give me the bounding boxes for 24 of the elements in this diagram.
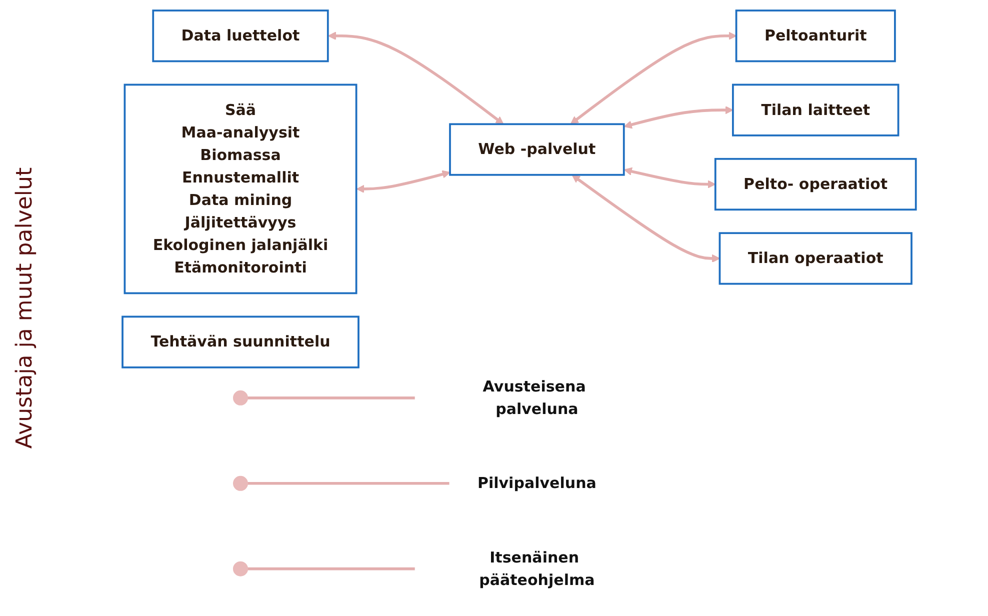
node-circle: [232, 561, 248, 576]
node-text: Pilvipalveluna: [477, 474, 596, 492]
node-box: Peltoanturit: [735, 10, 896, 62]
arrow: [624, 106, 734, 129]
node-box: Tilan operaatiot: [718, 232, 912, 285]
arrow: [624, 167, 716, 188]
node-box: Pelto- operaatiot: [714, 158, 917, 211]
connector: [247, 396, 415, 400]
node-box: Data luettelot: [152, 10, 329, 62]
side-label: Avustaja ja muut palvelut: [12, 167, 38, 449]
connector: [247, 567, 415, 570]
node-circle: [232, 390, 248, 406]
connector: [247, 482, 450, 485]
arrow: [328, 32, 504, 125]
node-box: Web -palvelut: [448, 123, 625, 176]
node-box: Tilan laitteet: [732, 84, 900, 136]
arrow: [570, 32, 736, 124]
node-text: Itsenäinen pääteohjelma: [478, 548, 595, 589]
arrow: [356, 170, 450, 194]
node-text: Avusteisena palveluna: [482, 377, 586, 418]
node-box: Tehtävän suunnittelu: [121, 316, 360, 368]
arrow: [572, 174, 720, 263]
node-box: Sää Maa-analyysit Biomassa Ennustemallit Data mining Jäljitettävyys Ekologinen jalanjälki Etämonitorointi: [124, 84, 358, 294]
node-circle: [232, 476, 248, 491]
